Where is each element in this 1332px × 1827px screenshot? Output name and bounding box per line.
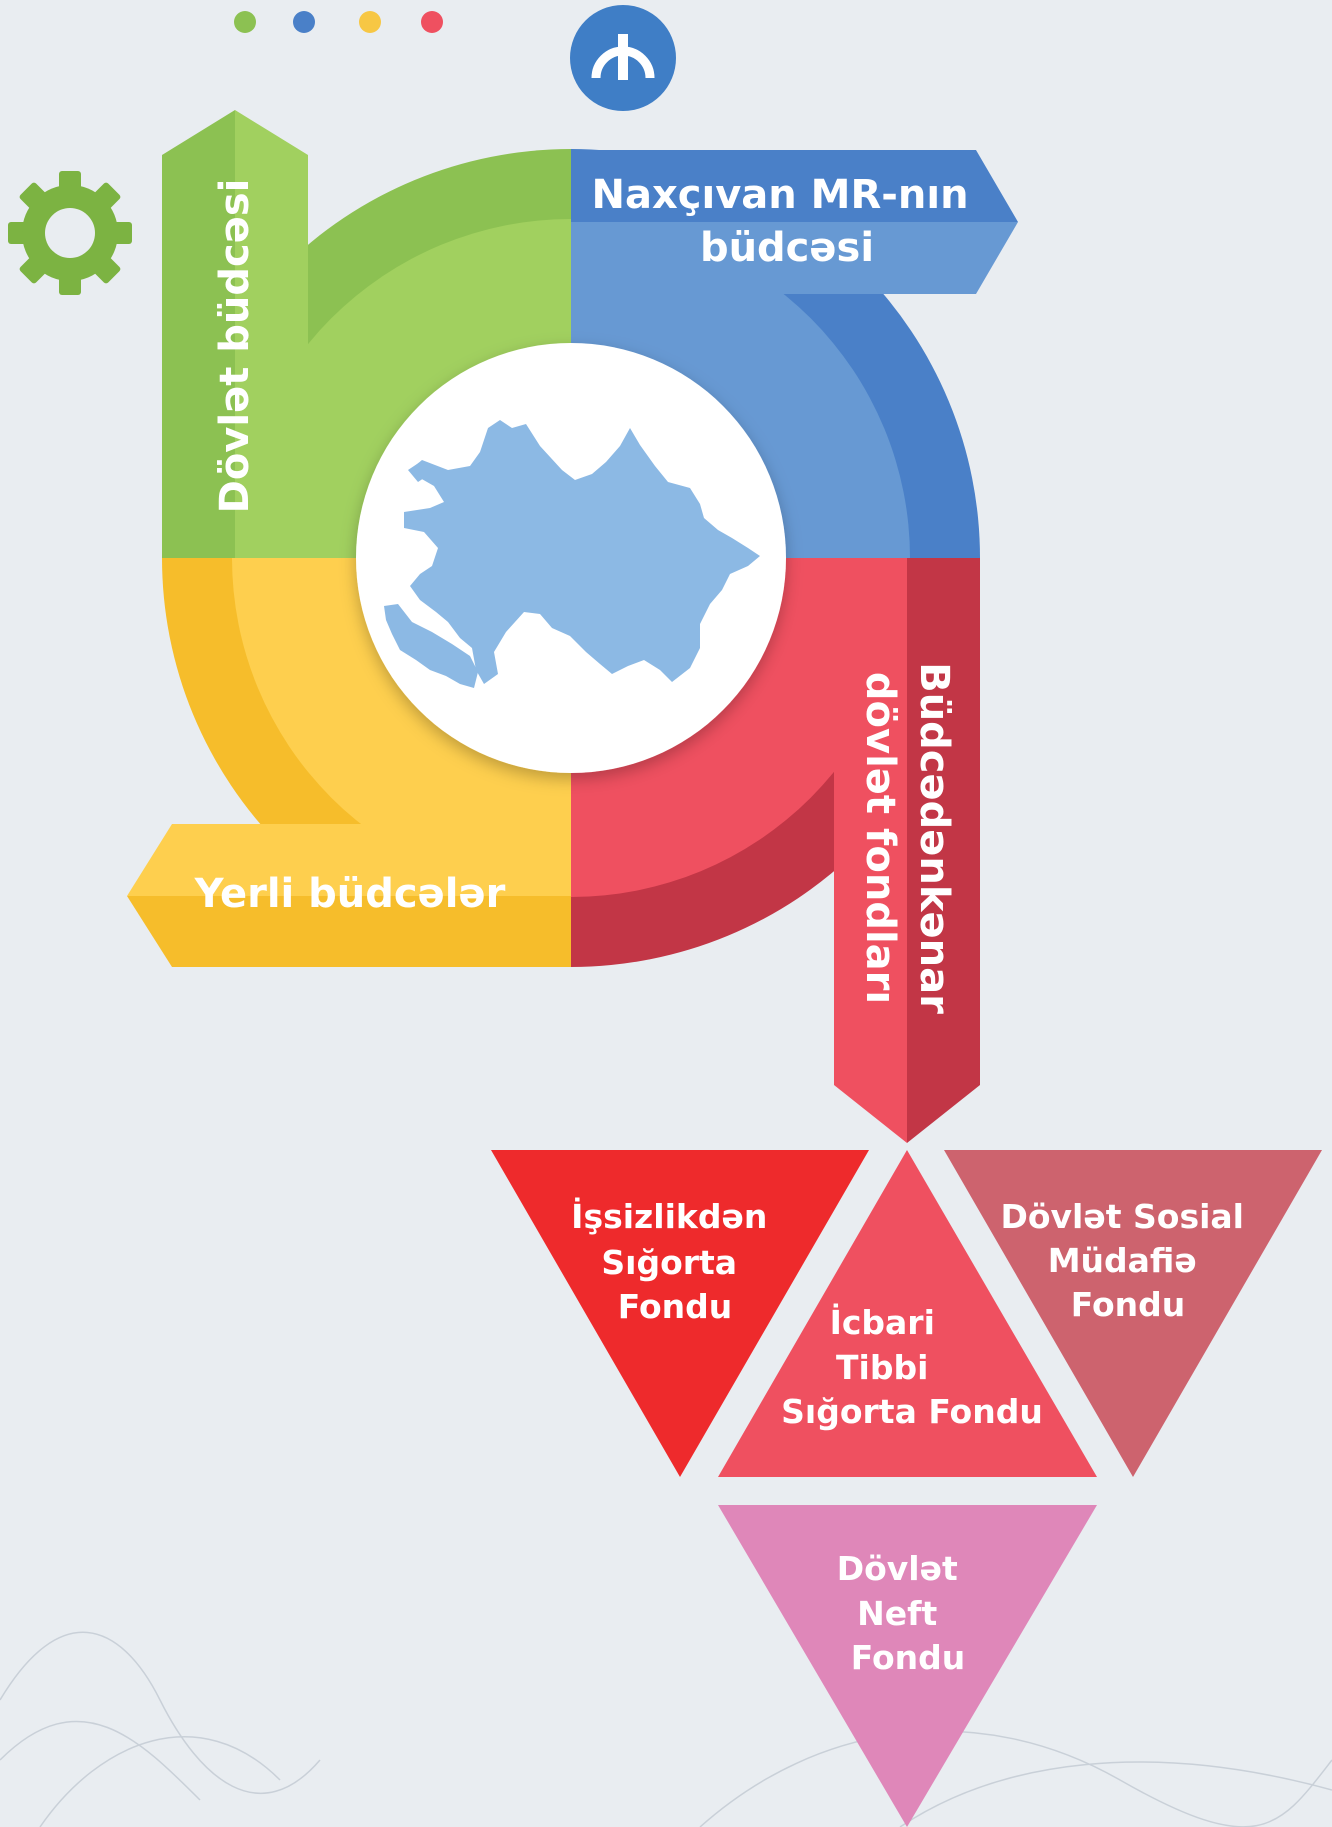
gear-icon	[8, 171, 132, 295]
fund-unemployment-line-3: Fondu	[618, 1287, 733, 1326]
extra-budgetary-line-2: dövlət fondları	[857, 672, 903, 1004]
fund-oil-line-2: Neft	[857, 1594, 937, 1633]
extra-budgetary-line-1: Büdcədənkənar	[911, 662, 957, 1014]
state-budget-label: Dövlət büdcəsi	[212, 179, 258, 514]
fund-oil-line-3: Fondu	[851, 1638, 966, 1677]
fund-unemployment-line-1: İşsizlikdən	[571, 1196, 767, 1236]
fund-oil: Dövlət Neft Fondu	[718, 1505, 1097, 1827]
background-waves	[0, 1631, 1332, 1827]
extra-budgetary-label: Büdcədənkənar dövlət fondları	[857, 662, 957, 1014]
fund-medical-line-2: Tibbi	[836, 1348, 928, 1387]
nakhchivan-budget-label: Naxçıvan MR-nın büdcəsi	[592, 172, 983, 271]
local-budgets-arrow	[127, 824, 571, 967]
fund-social-line-3: Fondu	[1071, 1285, 1186, 1324]
green-dot-icon	[234, 11, 256, 33]
fund-unemployment: İşsizlikdən Sığorta Fondu	[491, 1150, 869, 1477]
fund-medical-line-1: İcbari	[830, 1302, 935, 1342]
fund-oil-line-1: Dövlət	[837, 1549, 958, 1588]
fund-oil-label: Dövlət Neft Fondu	[837, 1549, 970, 1677]
azerbaijan-map-icon	[384, 420, 760, 688]
blue-dot-icon	[293, 11, 315, 33]
local-budgets-label: Yerli büdcələr	[194, 871, 506, 917]
fund-social-line-2: Müdafiə	[1048, 1241, 1197, 1280]
fund-unemployment-line-2: Sığorta	[601, 1243, 737, 1282]
yellow-dot-icon	[359, 11, 381, 33]
extra-budgetary-arrow	[834, 558, 980, 1143]
fund-social-label: Dövlət Sosial Müdafiə Fondu	[1000, 1197, 1255, 1324]
fund-social-line-1: Dövlət Sosial	[1000, 1197, 1244, 1236]
fund-unemployment-label: İşsizlikdən Sığorta Fondu	[571, 1196, 779, 1326]
fund-medical-line-3: Sığorta Fondu	[781, 1392, 1043, 1431]
manat-icon	[570, 5, 676, 111]
dots-row	[234, 11, 443, 33]
fund-medical-label: İcbari Tibbi Sığorta Fondu	[781, 1302, 1043, 1431]
nakhchivan-budget-line-2: büdcəsi	[700, 225, 874, 271]
nakhchivan-budget-line-1: Naxçıvan MR-nın	[592, 172, 969, 218]
nakhchivan-budget-arrow	[571, 150, 1018, 294]
red-dot-icon	[421, 11, 443, 33]
fund-medical: İcbari Tibbi Sığorta Fondu	[718, 1150, 1097, 1477]
fund-social: Dövlət Sosial Müdafiə Fondu	[944, 1150, 1322, 1477]
state-budget-arrow	[162, 110, 308, 558]
